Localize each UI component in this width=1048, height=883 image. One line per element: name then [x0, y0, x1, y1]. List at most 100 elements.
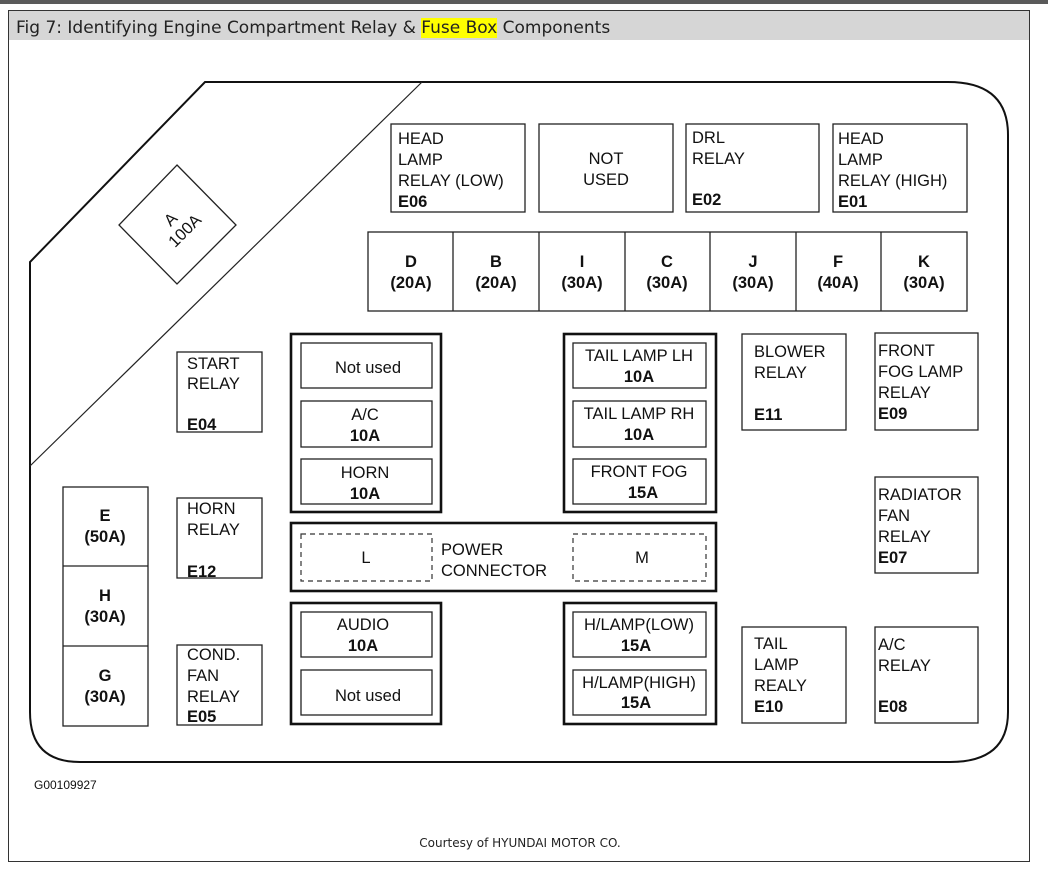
relay-horn: HORN RELAY E12: [176, 497, 263, 581]
fuse-d-rating: (20A): [390, 274, 431, 292]
relay-tail-lamp: TAIL LAMP REALY E10: [741, 626, 847, 724]
fuse-tail-lamp-rh-rating: 10A: [624, 426, 654, 444]
relay-head-lamp-low: HEAD LAMP RELAY (LOW) E06: [390, 123, 526, 213]
svg-text:E08: E08: [878, 698, 907, 716]
svg-text:HEAD: HEAD: [398, 130, 444, 148]
svg-text:RELAY (HIGH): RELAY (HIGH): [838, 172, 947, 190]
fuse-i-letter: I: [580, 253, 585, 271]
fuse-group-bottom-left: AUDIO 10A Not used: [289, 601, 443, 726]
svg-text:HORN: HORN: [187, 500, 236, 518]
relay-cond-fan: COND. FAN RELAY E05: [176, 644, 263, 726]
svg-text:E01: E01: [838, 193, 867, 211]
svg-text:COND.: COND.: [187, 646, 240, 664]
svg-text:E05: E05: [187, 708, 216, 726]
connector-l-label: L: [361, 549, 370, 567]
svg-text:RELAY: RELAY: [187, 688, 240, 706]
svg-text:REALY: REALY: [754, 677, 807, 695]
fuse-j-letter: J: [748, 253, 757, 271]
fuse-c-rating: (30A): [646, 274, 687, 292]
caption-suffix: Components: [497, 18, 611, 38]
svg-text:USED: USED: [583, 171, 629, 189]
svg-text:START: START: [187, 355, 240, 373]
fuse-audio-rating: 10A: [348, 637, 378, 655]
fuse-group-bottom-right: H/LAMP(LOW) 15A H/LAMP(HIGH) 15A: [562, 601, 718, 726]
power-connector-label-1: POWER: [441, 541, 503, 559]
svg-text:E02: E02: [692, 191, 721, 209]
fuse-h-rating: (30A): [84, 608, 125, 626]
fuse-hlamp-low-rating: 15A: [621, 637, 651, 655]
svg-text:FRONT: FRONT: [878, 342, 935, 360]
fuse-f-letter: F: [833, 253, 843, 271]
fuse-horn-rating: 10A: [350, 485, 380, 503]
fuse-column-left: E (50A) H (30A) G (30A): [62, 486, 149, 727]
relay-radiator-fan: RADIATOR FAN RELAY E07: [874, 476, 979, 574]
fuse-g-letter: G: [99, 667, 112, 685]
svg-text:E11: E11: [754, 406, 782, 424]
svg-text:TAIL: TAIL: [754, 635, 788, 653]
fuse-ac-rating: 10A: [350, 427, 380, 445]
svg-text:RELAY (LOW): RELAY (LOW): [398, 172, 504, 190]
svg-text:LAMP: LAMP: [398, 151, 443, 169]
fuse-k-rating: (30A): [903, 274, 944, 292]
relay-blower: BLOWER RELAY E11: [741, 333, 847, 431]
fuse-not-used-2: Not used: [335, 687, 401, 705]
svg-text:E04: E04: [187, 416, 217, 434]
svg-text:E09: E09: [878, 405, 907, 423]
svg-text:RELAY: RELAY: [878, 657, 931, 675]
fuse-ac-label: A/C: [351, 406, 379, 424]
svg-text:RELAY: RELAY: [187, 521, 240, 539]
fuse-b-rating: (20A): [475, 274, 516, 292]
svg-text:LAMP: LAMP: [754, 656, 799, 674]
fuse-j-rating: (30A): [732, 274, 773, 292]
diagonal-divider: [29, 81, 423, 467]
fuse-i-rating: (30A): [561, 274, 602, 292]
relay-ac: A/C RELAY E08: [874, 626, 979, 724]
relay-drl: DRL RELAY E02: [685, 123, 820, 213]
fuse-e-rating: (50A): [84, 528, 125, 546]
svg-text:A/C: A/C: [878, 636, 906, 654]
svg-text:RELAY: RELAY: [878, 528, 931, 546]
caption-prefix: Fig 7: Identifying Engine Compartment Re…: [16, 18, 422, 38]
figure-id: G00109927: [34, 778, 97, 792]
svg-text:DRL: DRL: [692, 129, 725, 147]
fuse-hlamp-high-label: H/LAMP(HIGH): [582, 674, 696, 692]
fuse-g-rating: (30A): [84, 688, 125, 706]
fuse-h-letter: H: [99, 587, 111, 605]
relay-start: START RELAY E04: [176, 351, 263, 434]
svg-text:RADIATOR: RADIATOR: [878, 486, 962, 504]
fuse-group-left: Not used A/C 10A HORN 10A: [289, 332, 443, 514]
svg-text:E06: E06: [398, 193, 427, 211]
svg-text:RELAY: RELAY: [187, 375, 240, 393]
svg-text:RELAY: RELAY: [692, 150, 745, 168]
svg-text:RELAY: RELAY: [878, 384, 931, 402]
svg-text:HEAD: HEAD: [838, 130, 884, 148]
fuse-k-letter: K: [918, 253, 930, 271]
svg-text:E10: E10: [754, 698, 783, 716]
relay-head-lamp-high: HEAD LAMP RELAY (HIGH) E01: [832, 123, 968, 213]
svg-text:FOG LAMP: FOG LAMP: [878, 363, 963, 381]
fuse-row: D (20A) B (20A) I (30A) C (30A) J (30A) …: [367, 231, 968, 312]
svg-text:FAN: FAN: [878, 507, 910, 525]
caption-highlight: Fuse Box: [421, 18, 498, 38]
fuse-tail-lamp-rh-label: TAIL LAMP RH: [584, 405, 695, 423]
figure-caption: Fig 7: Identifying Engine Compartment Re…: [9, 11, 1029, 40]
window-top-border: [0, 0, 1048, 4]
fuse-a: A 100A: [118, 164, 237, 285]
fuse-audio-label: AUDIO: [337, 616, 389, 634]
relay-not-used: NOT USED: [538, 123, 674, 213]
fuse-hlamp-low-label: H/LAMP(LOW): [584, 616, 694, 634]
fuse-not-used-1: Not used: [335, 359, 401, 377]
fuse-hlamp-high-rating: 15A: [621, 694, 651, 712]
fuse-group-right: TAIL LAMP LH 10A TAIL LAMP RH 10A FRONT …: [562, 332, 718, 514]
svg-text:E07: E07: [878, 549, 907, 567]
fuse-tail-lamp-lh-label: TAIL LAMP LH: [585, 347, 693, 365]
connector-m-label: M: [635, 549, 649, 567]
fuse-front-fog-label: FRONT FOG: [591, 463, 688, 481]
power-connector: L POWER CONNECTOR M: [289, 521, 718, 593]
fuse-d-letter: D: [405, 253, 417, 271]
fuse-e-letter: E: [99, 507, 110, 525]
power-connector-label-2: CONNECTOR: [441, 562, 547, 580]
fuse-tail-lamp-lh-rating: 10A: [624, 368, 654, 386]
fuse-front-fog-rating: 15A: [628, 484, 658, 502]
